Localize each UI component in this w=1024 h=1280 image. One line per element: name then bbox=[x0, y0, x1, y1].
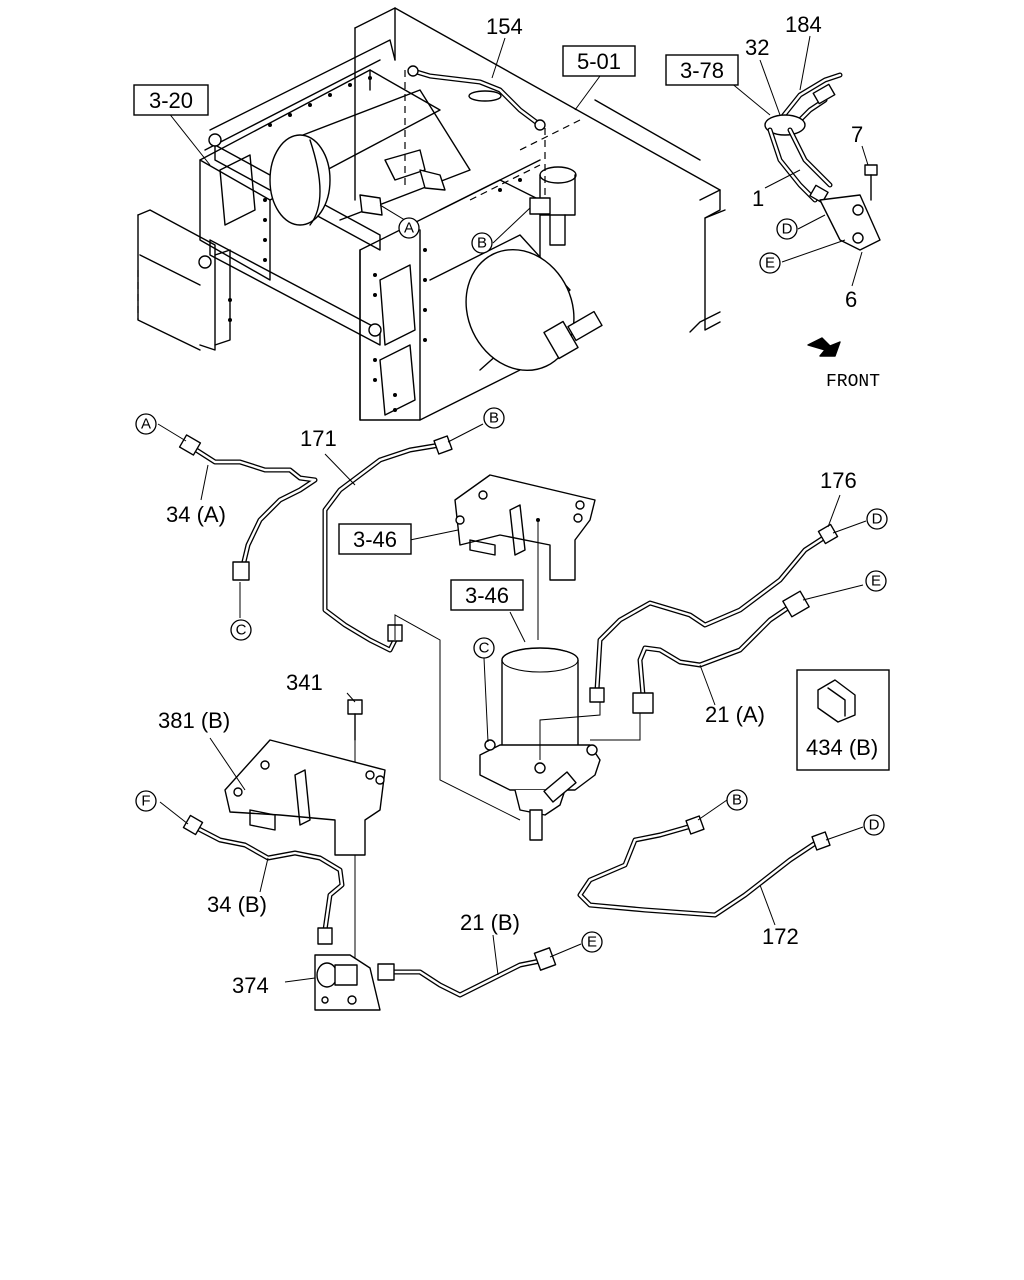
connector-d-pipe176-text: D bbox=[872, 511, 883, 528]
connector-d-upper-text: D bbox=[782, 221, 793, 238]
pipe-176 bbox=[589, 523, 839, 703]
front-label: FRONT bbox=[826, 372, 880, 392]
label-1: 1 bbox=[752, 186, 764, 211]
label-32: 32 bbox=[745, 35, 769, 60]
connector-a-upper: A bbox=[398, 217, 420, 239]
label-34b: 34 (B) bbox=[207, 892, 267, 917]
air-tank-rear bbox=[269, 89, 471, 226]
label-6: 6 bbox=[845, 287, 857, 312]
label-21b: 21 (B) bbox=[460, 910, 520, 935]
air-dryer bbox=[394, 520, 641, 841]
connector-e-pipe21b: E bbox=[581, 931, 603, 953]
frame-rivets bbox=[228, 76, 522, 412]
ref-box-3-78: 3-78 bbox=[665, 54, 739, 86]
connector-c-dryer: C bbox=[473, 637, 495, 659]
connector-b-upper: B bbox=[471, 232, 493, 254]
label-434b: 434 (B) bbox=[806, 735, 878, 760]
hose-154 bbox=[407, 65, 546, 131]
connector-c-pipe34a-text: C bbox=[236, 622, 247, 639]
frame-rail bbox=[354, 7, 726, 333]
connector-f-pipe34b: F bbox=[135, 790, 157, 812]
connector-b-pipe172: B bbox=[726, 789, 748, 811]
bolt-7 bbox=[864, 164, 878, 201]
label-7: 7 bbox=[851, 122, 863, 147]
connector-e-pipe21a: E bbox=[865, 570, 887, 592]
ref-box-3-20: 3-20 bbox=[133, 84, 209, 116]
pipe-34b bbox=[182, 814, 345, 945]
connector-c-dryer-text: C bbox=[479, 640, 490, 657]
connector-a-pipe34a: A bbox=[135, 413, 157, 435]
connector-b-pipe171: B bbox=[483, 407, 505, 429]
ref-3-20-text: 3-20 bbox=[149, 88, 193, 113]
pipe-21b bbox=[377, 947, 557, 998]
connector-a-pipe34a-text: A bbox=[141, 416, 151, 433]
label-176: 176 bbox=[820, 468, 857, 493]
front-direction-arrow: FRONT bbox=[807, 337, 880, 392]
connector-d-upper: D bbox=[776, 218, 798, 240]
connector-e-upper: E bbox=[759, 252, 781, 274]
connector-c-pipe34a: C bbox=[230, 619, 252, 641]
air-tank-front bbox=[429, 166, 603, 372]
label-154: 154 bbox=[486, 14, 523, 39]
label-21a: 21 (A) bbox=[705, 702, 765, 727]
ref-box-3-46-upper: 3-46 bbox=[338, 523, 412, 555]
bracket-346 bbox=[454, 474, 596, 581]
connector-e-pipe21a-text: E bbox=[871, 573, 881, 590]
part-labels: 154 184 32 7 1 6 171 34 (A) 176 21 (A) 3… bbox=[158, 12, 878, 998]
leader-lines bbox=[157, 35, 869, 983]
connector-b-pipe172-text: B bbox=[732, 792, 742, 809]
ref-box-5-01: 5-01 bbox=[562, 45, 636, 77]
ref-3-46-upper-text: 3-46 bbox=[353, 527, 397, 552]
pipe-172 bbox=[577, 815, 831, 918]
part-434b-box bbox=[796, 669, 890, 771]
connector-f-pipe34b-text: F bbox=[141, 793, 150, 810]
connector-d-pipe172-text: D bbox=[869, 817, 880, 834]
connector-d-pipe172: D bbox=[863, 814, 885, 836]
connector-markers: A B D E A B C C bbox=[135, 217, 888, 953]
ref-box-3-46-lower: 3-46 bbox=[450, 579, 524, 611]
connector-e-upper-text: E bbox=[765, 255, 775, 272]
connector-b-upper-text: B bbox=[477, 235, 487, 252]
tank-valve bbox=[543, 310, 603, 360]
pipe-21a bbox=[632, 590, 810, 714]
hose-184-assembly bbox=[764, 72, 843, 204]
label-172: 172 bbox=[762, 924, 799, 949]
label-374: 374 bbox=[232, 973, 269, 998]
ref-3-46-lower-text: 3-46 bbox=[465, 583, 509, 608]
bracket-381b bbox=[224, 739, 386, 856]
label-381b: 381 (B) bbox=[158, 708, 230, 733]
ref-3-78-text: 3-78 bbox=[680, 58, 724, 83]
label-184: 184 bbox=[785, 12, 822, 37]
bracket-6 bbox=[819, 194, 881, 251]
rear-subframe bbox=[137, 209, 231, 351]
label-171: 171 bbox=[300, 426, 337, 451]
label-341: 341 bbox=[286, 670, 323, 695]
connector-e-pipe21b-text: E bbox=[587, 934, 597, 951]
connector-d-pipe176: D bbox=[866, 508, 888, 530]
ref-5-01-text: 5-01 bbox=[577, 49, 621, 74]
label-34a: 34 (A) bbox=[166, 502, 226, 527]
valve-fitting-upper bbox=[359, 70, 581, 216]
connector-a-upper-text: A bbox=[404, 220, 414, 237]
connector-b-pipe171-text: B bbox=[489, 410, 499, 427]
valve-374 bbox=[314, 954, 381, 1011]
tank-fitting bbox=[529, 166, 577, 246]
